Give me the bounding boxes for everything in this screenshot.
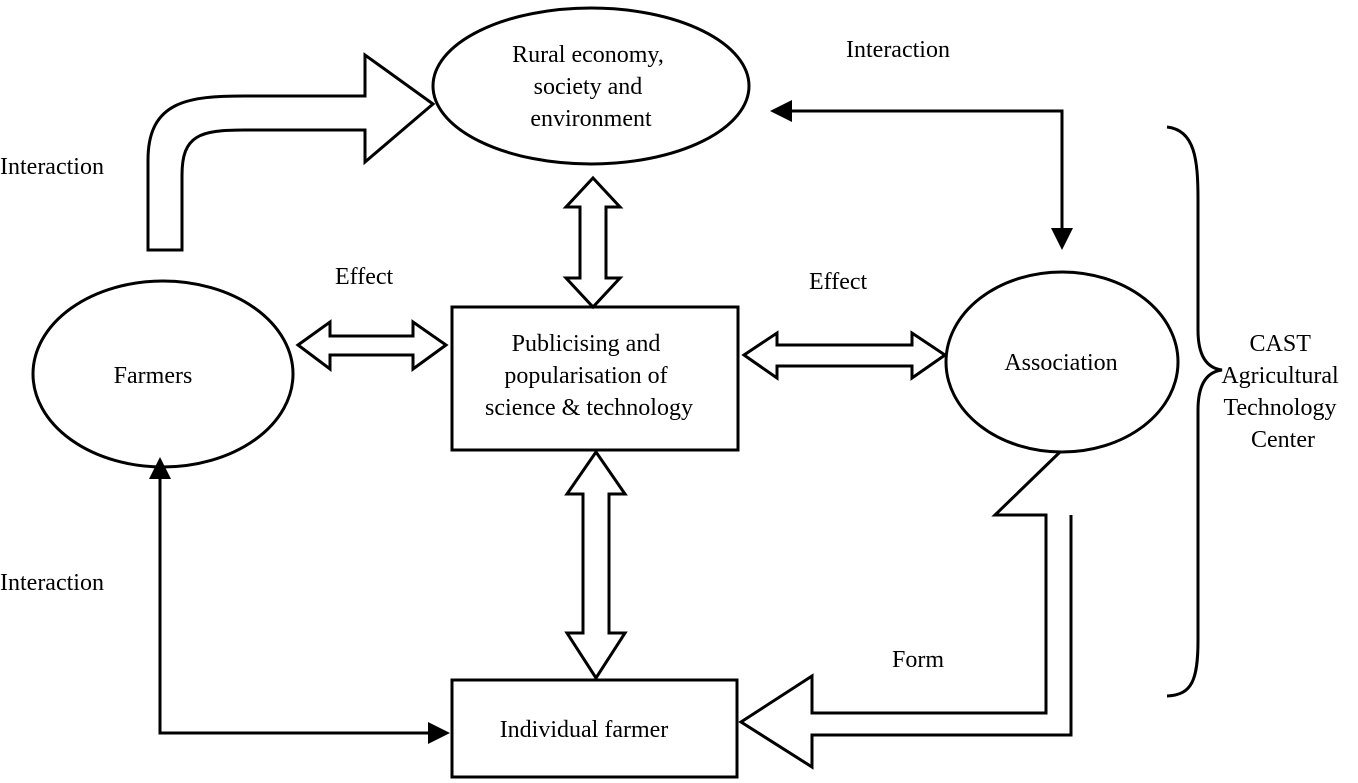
label-form: Form xyxy=(892,647,944,673)
edge-publicising-association-arrow xyxy=(741,330,948,381)
cast-label-line-1: CAST xyxy=(1250,331,1312,357)
label-interaction-bottom-left: Interaction xyxy=(0,570,104,596)
label-interaction-top-left: Interaction xyxy=(0,154,104,180)
edge-farmers-to-rural-arrow xyxy=(146,52,436,252)
publicising-label-line-3: science & technology xyxy=(485,395,693,421)
edge-rural-association-head-down xyxy=(1051,228,1073,250)
publicising-label-line-1: Publicising and xyxy=(512,331,661,357)
edge-rural-publicising-arrow xyxy=(562,175,624,310)
node-publicising-label: Publicising and popularisation of scienc… xyxy=(485,331,693,421)
cast-brace xyxy=(1166,125,1223,698)
node-association xyxy=(944,270,1180,454)
publicising-label-line-2: popularisation of xyxy=(504,363,667,389)
association-label-line-1: Association xyxy=(1004,350,1117,376)
rural-label-line-3: environment xyxy=(530,106,652,132)
edge-rural-association-line xyxy=(790,109,1064,238)
edge-farmers-individual-line xyxy=(158,472,432,735)
cast-label-line-4: Center xyxy=(1251,427,1315,453)
node-cast-label: CAST Agricultural Technology Center xyxy=(1221,331,1344,453)
node-rural-economy-label: Rural economy, society and environment xyxy=(512,42,670,132)
edge-association-zigzag xyxy=(738,450,1073,770)
node-individual-farmer-label: Individual farmer xyxy=(500,717,669,743)
label-interaction-top-right: Interaction xyxy=(846,37,950,63)
node-association-label: Association xyxy=(1004,350,1117,376)
farmers-label-line-1: Farmers xyxy=(114,363,193,389)
node-publicising xyxy=(450,305,740,452)
edge-publicising-individual-arrow xyxy=(564,449,628,681)
node-farmers-label: Farmers xyxy=(114,363,193,389)
edge-farmers-individual-head-right xyxy=(428,722,450,744)
rural-label-line-2: society and xyxy=(534,74,643,100)
edge-rural-association-head-left xyxy=(770,100,792,122)
label-effect-left: Effect xyxy=(335,264,394,290)
node-individual-farmer xyxy=(450,678,739,779)
node-rural-economy xyxy=(431,6,751,166)
rural-label-line-1: Rural economy, xyxy=(512,42,664,68)
edge-farmers-individual-head-up xyxy=(149,457,171,479)
cast-label-line-3: Technology xyxy=(1224,395,1337,421)
edge-farmers-publicising-arrow xyxy=(295,319,449,372)
individual-label-line-1: Individual farmer xyxy=(500,717,669,743)
cast-label-line-2: Agricultural xyxy=(1221,363,1339,389)
label-effect-right: Effect xyxy=(809,269,868,295)
